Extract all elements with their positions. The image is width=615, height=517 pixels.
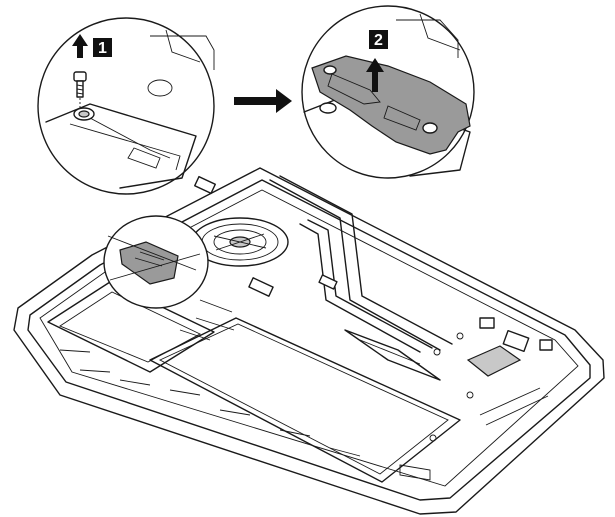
laptop-base-cover bbox=[13, 167, 605, 515]
heat-pipes bbox=[269, 175, 453, 353]
step-2-number: 2 bbox=[374, 32, 383, 49]
board-details bbox=[59, 175, 553, 481]
right-arrow-icon bbox=[234, 89, 292, 113]
step-1-badge: 1 bbox=[93, 38, 112, 57]
bracket bbox=[311, 55, 471, 155]
up-arrow-icon bbox=[366, 58, 384, 92]
fan bbox=[191, 217, 289, 267]
step-1-number: 1 bbox=[98, 40, 107, 57]
screw-icon bbox=[73, 71, 87, 108]
step-2-detail bbox=[301, 5, 475, 179]
memory-module bbox=[344, 329, 441, 381]
up-arrow-icon bbox=[72, 34, 88, 58]
step-2-badge: 2 bbox=[369, 30, 388, 49]
step-1-detail bbox=[37, 17, 215, 195]
bracket-location-callout bbox=[103, 215, 209, 309]
chip bbox=[466, 345, 522, 377]
